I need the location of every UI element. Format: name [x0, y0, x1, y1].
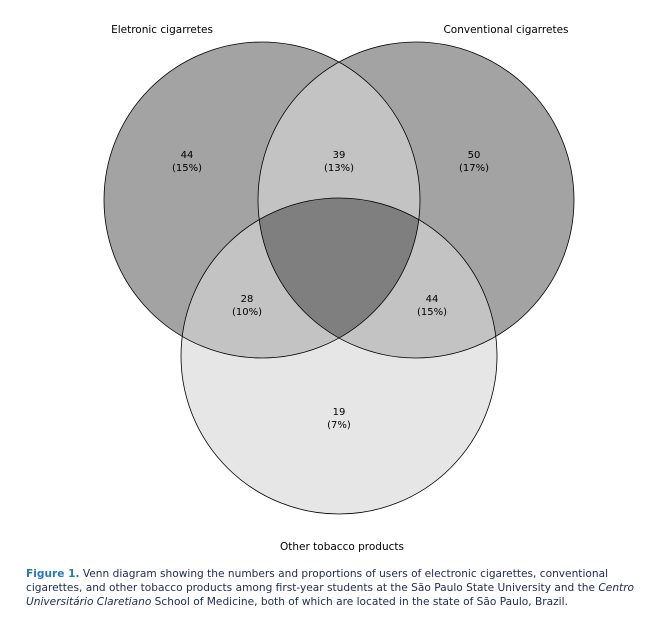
- conventional-circle-outline: [257, 41, 575, 359]
- electronic-only-percent: (15%): [172, 163, 202, 174]
- caption-institution-name: Centro Universitário Claretiano: [26, 582, 635, 608]
- electronic-only-count: 44: [181, 150, 194, 161]
- figure-label: Figure 1.: [26, 568, 80, 580]
- electronic-circle-outline: [103, 41, 421, 359]
- other-circle-outline: [180, 197, 498, 515]
- other-only-count: 19: [333, 407, 346, 418]
- caption-text-a: Venn diagram showing the numbers and pro…: [26, 568, 609, 594]
- other-only-percent: (7%): [327, 420, 351, 431]
- figure-caption: Figure 1. Venn diagram showing the numbe…: [26, 567, 656, 609]
- conventional-other-count: 44: [426, 294, 439, 305]
- conventional-only-count: 50: [468, 150, 481, 161]
- electronic-conventional-percent: (13%): [324, 163, 354, 174]
- electronic-other-percent: (10%): [232, 307, 262, 318]
- conventional-other-percent: (15%): [417, 307, 447, 318]
- conventional-set-label: Conventional cigarretes: [443, 24, 568, 36]
- caption-text-b: School of Medicine, both of which are lo…: [151, 596, 568, 608]
- conventional-only-percent: (17%): [459, 163, 489, 174]
- electronic-set-label: Eletronic cigarretes: [111, 24, 213, 36]
- other-set-label: Other tobacco products: [280, 541, 404, 553]
- electronic-conventional-count: 39: [333, 150, 346, 161]
- electronic-other-count: 28: [241, 294, 254, 305]
